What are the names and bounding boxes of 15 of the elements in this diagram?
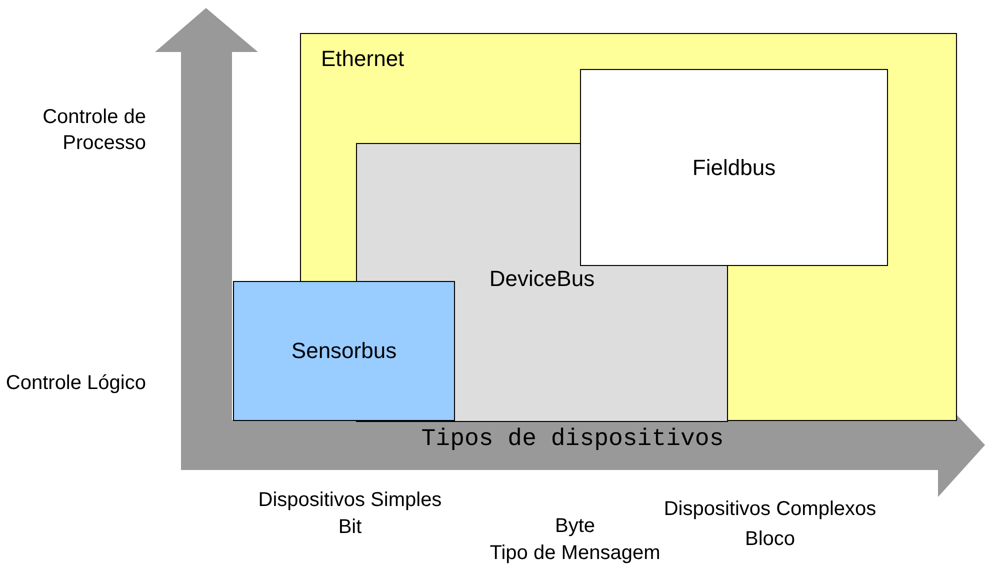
axis-title: Tipos de dispositivos <box>420 427 725 453</box>
axis-label: Controle Lógico <box>4 371 146 396</box>
category-label: Dispositivos Simples <box>257 488 443 513</box>
category-label: Dispositivos Complexos <box>662 497 878 522</box>
axis-label: Controle de Processo <box>42 105 146 156</box>
network-label: DeviceBus <box>489 266 595 292</box>
category-label: Byte <box>554 514 596 539</box>
network-box <box>233 281 455 421</box>
network-box <box>580 69 888 266</box>
network-label: Ethernet <box>321 46 404 72</box>
category-label: Bloco <box>744 527 796 552</box>
network-label: Sensorbus <box>291 338 397 364</box>
axis-title: Tipo de Mensagem <box>488 541 662 566</box>
network-label: Fieldbus <box>692 154 776 180</box>
category-label: Bit <box>337 515 363 540</box>
